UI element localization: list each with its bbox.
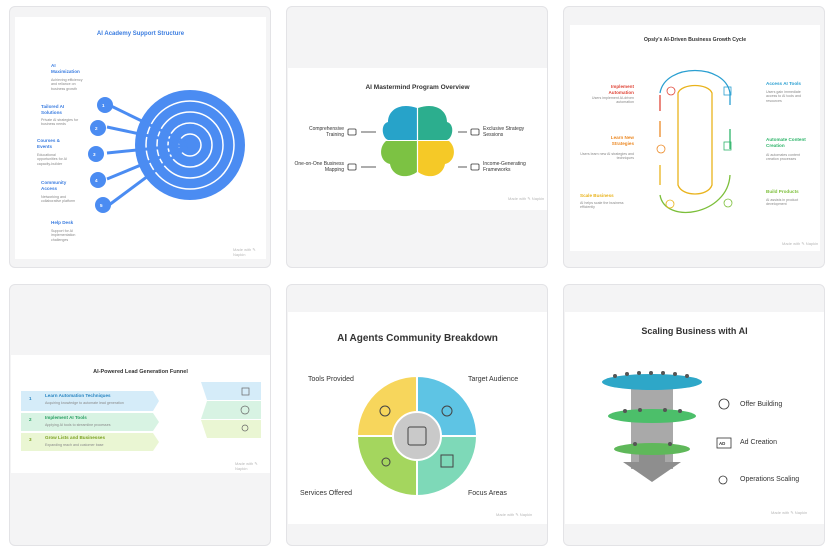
item-desc: Support for AI implementation challenges bbox=[51, 229, 85, 242]
watermark: Made with ✎ Napkin bbox=[771, 510, 807, 515]
right-item-label: Income-Generating Frameworks bbox=[483, 161, 533, 173]
item-label: Tailored AI Solutions bbox=[41, 104, 81, 115]
brain-graphic bbox=[288, 68, 547, 210]
step-desc: Acquiring knowledge to automate lead gen… bbox=[45, 401, 141, 405]
step-desc: AI automates content creation processes bbox=[766, 153, 812, 162]
step-label: Implement AI Tools bbox=[45, 415, 87, 421]
left-item-label: One-on-One Business Mapping bbox=[294, 161, 344, 173]
card-preview: AI-Powered Lead Generation Funnel 1 2 3 bbox=[11, 355, 270, 473]
quadrant-label: Focus Areas bbox=[468, 490, 507, 498]
quadrant-label: Tools Provided bbox=[308, 376, 354, 384]
level-label: Offer Building bbox=[740, 401, 782, 409]
step-desc: Users implement AI-driven automation bbox=[584, 96, 634, 105]
funnel-diagram bbox=[11, 355, 270, 473]
watermark: Made with ✎ Napkin bbox=[508, 196, 544, 201]
level-label: Ad Creation bbox=[740, 439, 777, 447]
template-card-scaling[interactable]: Scaling Business with AI bbox=[563, 284, 825, 546]
item-label: Community Access bbox=[41, 180, 77, 191]
item-desc: Private AI strategies for business needs bbox=[41, 118, 81, 127]
step-number: 3 bbox=[29, 437, 32, 443]
step-desc: AI assists in product development bbox=[766, 198, 812, 207]
item-desc: Networking and collaborative platform bbox=[41, 195, 79, 204]
template-card-mastermind[interactable]: AI Mastermind Program Overview bbox=[286, 6, 548, 268]
item-label: Courses & Events bbox=[37, 138, 73, 149]
step-desc: Users learn new AI strategies and techni… bbox=[580, 152, 634, 161]
item-desc: Achieving efficiency and reliance on bus… bbox=[51, 78, 89, 91]
quadrant-label: Target Audience bbox=[468, 376, 518, 384]
step-desc: Users gain immediate access to AI tools … bbox=[766, 90, 812, 103]
step-number: 2 bbox=[29, 417, 32, 423]
step-label: Scale Business bbox=[580, 193, 630, 199]
watermark: Made with ✎ Napkin bbox=[233, 247, 266, 257]
step-number: 2 bbox=[95, 126, 98, 132]
ad-icon-text: AD bbox=[719, 441, 725, 446]
left-item-label: Comprehensive Training bbox=[300, 126, 344, 138]
step-number: 3 bbox=[93, 152, 96, 158]
watermark: Made with ✎ Napkin bbox=[496, 512, 532, 517]
step-number: 1 bbox=[29, 396, 32, 402]
right-item-label: Exclusive Strategy Sessions bbox=[483, 126, 533, 138]
template-card-community[interactable]: AI Agents Community Breakdown Tool bbox=[286, 284, 548, 546]
template-card-lead-funnel[interactable]: AI-Powered Lead Generation Funnel 1 2 3 bbox=[9, 284, 271, 546]
step-label: Learn Automation Techniques bbox=[45, 393, 111, 399]
card-preview: AI Mastermind Program Overview bbox=[288, 68, 547, 210]
step-number: 5 bbox=[100, 203, 103, 209]
step-label: Access AI Tools bbox=[766, 81, 812, 87]
template-card-growth-cycle[interactable]: Opsly's AI-Driven Business Growth Cycle bbox=[563, 6, 825, 268]
scaling-stack bbox=[565, 312, 824, 524]
step-desc: Applying AI tools to streamline processe… bbox=[45, 423, 141, 427]
step-label: Grow Lists and Businesses bbox=[45, 435, 105, 441]
item-label: Help Desk bbox=[51, 220, 87, 226]
card-preview: Scaling Business with AI bbox=[565, 312, 824, 524]
item-label: AI Maximization bbox=[51, 63, 85, 74]
card-preview: Opsly's AI-Driven Business Growth Cycle bbox=[570, 25, 820, 251]
card-preview: AI Academy Support Structure 1 bbox=[15, 17, 266, 259]
step-desc: AI helps scale the business efficiently bbox=[580, 201, 630, 210]
card-preview: AI Agents Community Breakdown Tool bbox=[288, 312, 547, 524]
item-desc: Educational opportunities for AI capacit… bbox=[37, 153, 77, 166]
step-label: Automate Content Creation bbox=[766, 137, 812, 148]
step-desc: Expanding reach and customer base bbox=[45, 443, 141, 447]
quadrant-label: Services Offered bbox=[300, 490, 352, 498]
step-number: 4 bbox=[95, 178, 98, 184]
step-number: 1 bbox=[102, 103, 105, 109]
step-label: Build Products bbox=[766, 189, 812, 195]
watermark: Made with ✎ Napkin bbox=[235, 461, 270, 471]
step-label: Learn New Strategies bbox=[594, 135, 634, 146]
step-label: Implement Automation bbox=[594, 84, 634, 95]
watermark: Made with ✎ Napkin bbox=[782, 241, 818, 246]
level-label: Operations Scaling bbox=[740, 476, 799, 484]
template-card-support-structure[interactable]: AI Academy Support Structure 1 bbox=[9, 6, 271, 268]
